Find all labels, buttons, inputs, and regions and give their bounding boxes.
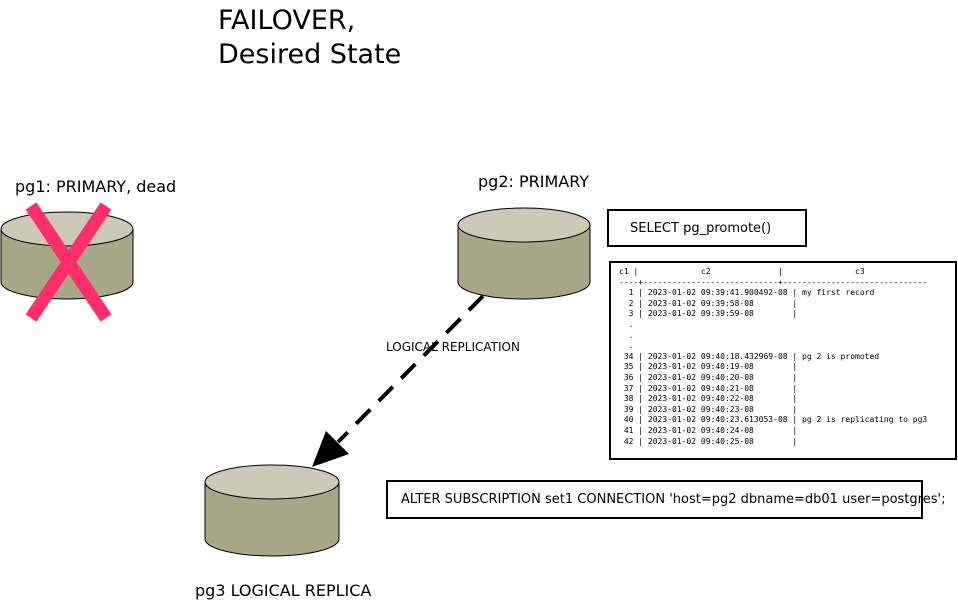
pg3-label: pg3 LOGICAL REPLICA [195,581,372,600]
result-row: 2 | 2023-01-02 09:39:58-08 | [619,298,798,308]
result-row: 39 | 2023-01-02 09:40:23-08 | [619,404,798,414]
result-row: 42 | 2023-01-02 09:40:25-08 | [619,436,798,446]
diagram-title: FAILOVER, Desired State [218,4,401,72]
result-row: . [619,319,634,329]
result-row: 34 | 2023-01-02 09:40:18.432969-08 | pg … [619,351,880,361]
result-row: 40 | 2023-01-02 09:40:23.613053-08 | pg … [619,415,928,425]
pg1-label: pg1: PRIMARY, dead [15,177,177,196]
promote-command-box: SELECT pg_promote() [607,209,807,247]
promote-command-text: SELECT pg_promote() [630,220,772,236]
title-line-1: FAILOVER, [218,5,356,36]
replication-label: LOGICAL REPLICATION [386,340,520,354]
result-separator: ----+----------------------------+------… [619,277,928,287]
result-row: 38 | 2023-01-02 09:40:22-08 | [619,394,798,404]
pg3-database-icon [204,464,340,557]
result-header: c1 | c2 | c3 [619,267,865,276]
result-row: 41 | 2023-01-02 09:40:24-08 | [619,425,798,435]
x-mark-icon [25,202,112,322]
alter-subscription-command-text: ALTER SUBSCRIPTION set1 CONNECTION 'host… [401,492,946,507]
result-row: 35 | 2023-01-02 09:40:19-08 | [619,362,798,372]
result-row: 36 | 2023-01-02 09:40:20-08 | [619,372,798,382]
result-row: 3 | 2023-01-02 09:39:59-08 | [619,309,798,319]
result-row: . [619,330,634,340]
result-row: 1 | 2023-01-02 09:39:41.900492-08 | my f… [619,288,875,298]
result-row: . [619,341,634,351]
alter-subscription-command-box: ALTER SUBSCRIPTION set1 CONNECTION 'host… [386,480,945,519]
query-result-table: c1 | c2 | c3 ----+----------------------… [611,263,955,447]
pg2-label: pg2: PRIMARY [478,172,590,191]
pg2-database-icon [457,207,591,300]
query-result-panel: c1 | c2 | c3 ----+----------------------… [609,261,957,460]
result-row: 37 | 2023-01-02 09:40:21-08 | [619,383,798,393]
title-line-2: Desired State [218,39,402,70]
replication-arrow [312,294,485,467]
